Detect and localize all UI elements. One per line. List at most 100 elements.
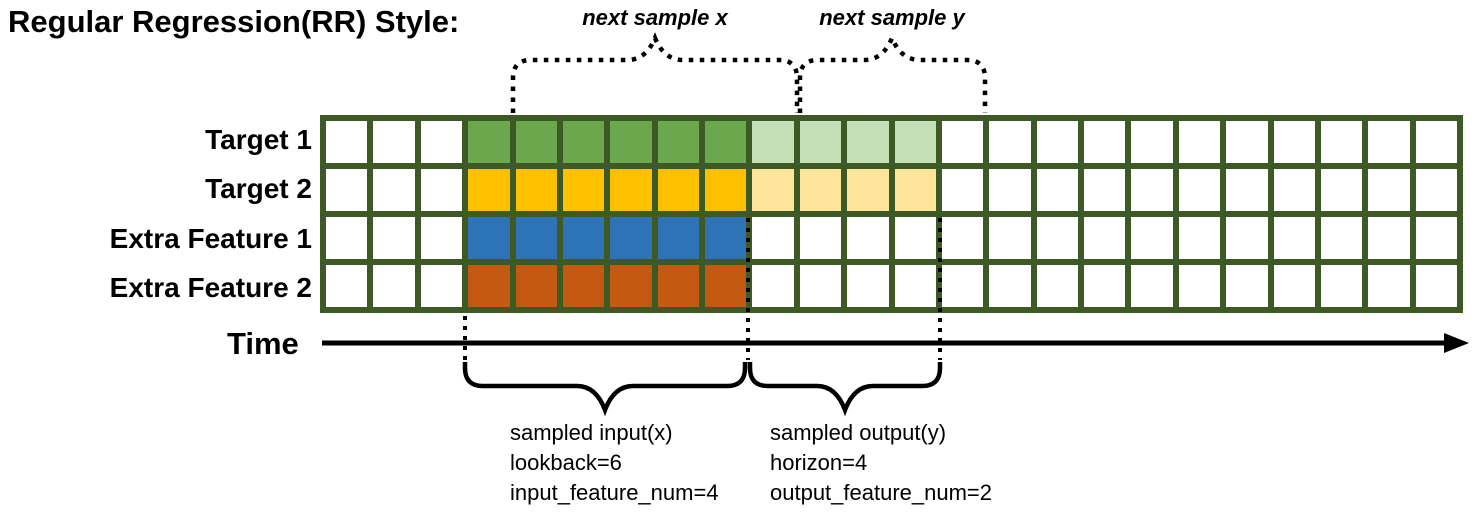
grid-cell [323,214,371,262]
grid-cell [417,262,466,310]
sampled-input-brace [462,362,748,417]
grid-cell [1081,214,1129,262]
grid-cell [512,262,560,310]
next-sample-x-label: next sample x [582,5,728,30]
row-label: Extra Feature 1 [109,222,312,254]
grid-cell [607,166,655,214]
grid-cell [1033,118,1081,166]
grid-cell [323,262,371,310]
grid-cell [938,166,987,214]
grid-cell [417,166,466,214]
grid-cell [938,214,987,262]
grid-cell [1081,166,1129,214]
grid-cell [559,262,608,310]
grid-cell [607,262,655,310]
grid-cell [1270,214,1318,262]
grid-cell [654,262,702,310]
grid-cell [749,262,797,310]
grid-cell [938,118,987,166]
row-label: Extra Feature 2 [109,272,312,304]
grid-cell [702,118,750,166]
sampled-input-note: sampled input(x) lookback=6 input_featur… [510,418,719,508]
grid-cell [891,214,939,262]
grid-cell [1033,166,1081,214]
grid-cell [844,262,892,310]
grid-cell [986,214,1034,262]
grid-cell [986,262,1034,310]
grid-cell [370,262,418,310]
grid-cell [796,118,845,166]
grid-cell [844,166,892,214]
grid-cell [1033,214,1081,262]
grid-cell [512,118,560,166]
grid-cell [1033,262,1081,310]
grid-cell [1223,166,1271,214]
grid-cell [512,214,560,262]
grid-cell [370,118,418,166]
grid-cell [323,166,371,214]
horizon-value: horizon=4 [770,450,868,475]
grid-cell [465,214,513,262]
grid-cell [1128,166,1176,214]
grid-cell [607,118,655,166]
grid-cell [1412,214,1460,262]
grid-cell [1175,166,1224,214]
grid-cell [891,262,939,310]
grid-cell [512,166,560,214]
grid-cell [1365,262,1413,310]
grid-cell [749,166,797,214]
output-feature-num-value: output_feature_num=2 [770,480,993,505]
page-title: Regular Regression(RR) Style: [8,4,460,39]
grid-cell [370,214,418,262]
grid-cell [1270,262,1318,310]
grid-cell [844,214,892,262]
grid-cell [370,166,418,214]
timeseries-grid [320,115,1463,313]
grid-cell [796,262,845,310]
grid-cell [1365,118,1413,166]
grid-cell [607,214,655,262]
grid-cell [465,262,513,310]
grid-cell [1412,118,1460,166]
grid-cell [559,118,608,166]
grid-cell [1223,262,1271,310]
sampled-input-title: sampled input(x) [510,420,673,445]
grid-cell [1412,166,1460,214]
grid-cell [891,166,939,214]
grid-cell [654,214,702,262]
next-sample-x-brace [510,32,800,113]
grid-cell [654,166,702,214]
grid-cell [938,262,987,310]
grid-cell [1317,118,1366,166]
grid-cell [654,118,702,166]
grid-cell [702,214,750,262]
grid-cell [1270,118,1318,166]
grid-cell [1317,214,1366,262]
grid-cell [986,166,1034,214]
row-label: Target 2 [205,173,312,205]
row-label: Target 1 [205,123,312,155]
grid-cell [1365,166,1413,214]
grid-cell [1128,262,1176,310]
next-sample-y-brace [797,32,988,113]
grid-cell [323,118,371,166]
grid-cell [417,214,466,262]
grid-cell [1223,118,1271,166]
grid-cell [1081,262,1129,310]
grid-cell [702,262,750,310]
grid-cell [1175,214,1224,262]
grid-cell [559,166,608,214]
next-sample-y-label: next sample y [819,5,965,30]
grid-cell [465,166,513,214]
grid-cell [1223,214,1271,262]
grid-cell [1365,214,1413,262]
grid-cell [749,214,797,262]
time-axis-label: Time [227,326,299,361]
grid-cell [1317,262,1366,310]
grid-cell [986,118,1034,166]
grid-cell [1081,118,1129,166]
grid-cell [1270,166,1318,214]
grid-cell [465,118,513,166]
grid-cell [796,166,845,214]
